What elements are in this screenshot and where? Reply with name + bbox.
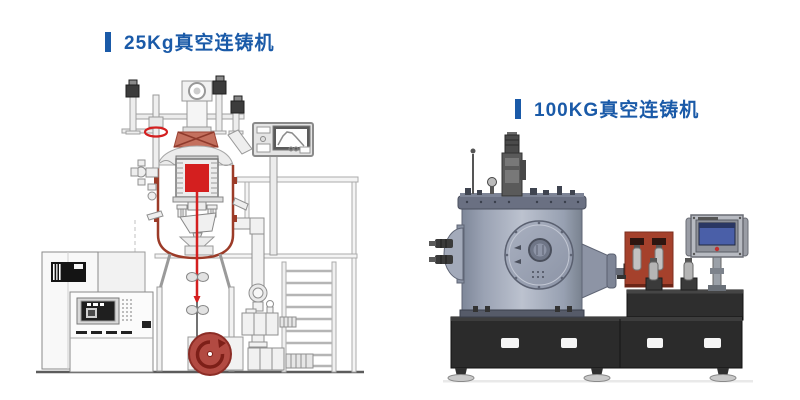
gantry-motors — [125, 75, 245, 114]
guide-roller-units — [645, 258, 698, 291]
vessel-legs — [156, 253, 235, 372]
title-accent-bar — [105, 31, 111, 52]
lid-fittings — [465, 186, 575, 195]
title-accent-bar — [515, 98, 521, 119]
machine-base — [447, 289, 744, 382]
hmi-panel — [685, 214, 749, 291]
chamber-lid — [457, 195, 587, 210]
feed-chute — [227, 129, 253, 155]
machine-100kg-title: 100KG真空连铸机 — [534, 100, 700, 121]
machine-100kg-title-row: 100KG真空连铸机 — [515, 95, 699, 122]
chamber-door — [504, 220, 574, 290]
cabinet-buttons — [76, 331, 132, 334]
wire-coiler — [187, 332, 244, 376]
hmi-power-button — [714, 246, 720, 252]
casting-stream — [184, 192, 214, 340]
pinch-rollers — [186, 272, 209, 315]
base-handles — [501, 338, 721, 348]
electrode-pins — [429, 239, 453, 264]
withdrawal-frame — [617, 231, 674, 288]
machine-25kg-title-row: 25Kg真空连铸机 — [105, 28, 274, 55]
valve-handle-red — [143, 126, 169, 138]
vacuum-pipe — [232, 217, 265, 235]
machine-25kg-illustration — [36, 75, 364, 376]
electrode-feedthrough — [429, 224, 465, 284]
door-markings — [532, 271, 544, 278]
gas-inlet-pipe — [143, 94, 169, 169]
vessel-side-fittings — [130, 159, 249, 221]
machine-100kg-illustration — [429, 132, 753, 383]
pressure-gauge — [487, 177, 497, 187]
chamber-bottom-ring — [459, 309, 585, 318]
top-actuator — [465, 132, 575, 197]
hoist-cylinder — [181, 80, 213, 133]
control-cabinet — [69, 291, 154, 373]
leveling-feet — [447, 368, 737, 382]
machine-25kg-title: 25Kg真空连铸机 — [124, 33, 275, 54]
vent-grille — [122, 299, 132, 321]
ladder-frame — [281, 261, 337, 373]
bellows — [173, 131, 219, 148]
molten-metal — [185, 164, 209, 192]
temperature-control-panel — [252, 122, 314, 256]
